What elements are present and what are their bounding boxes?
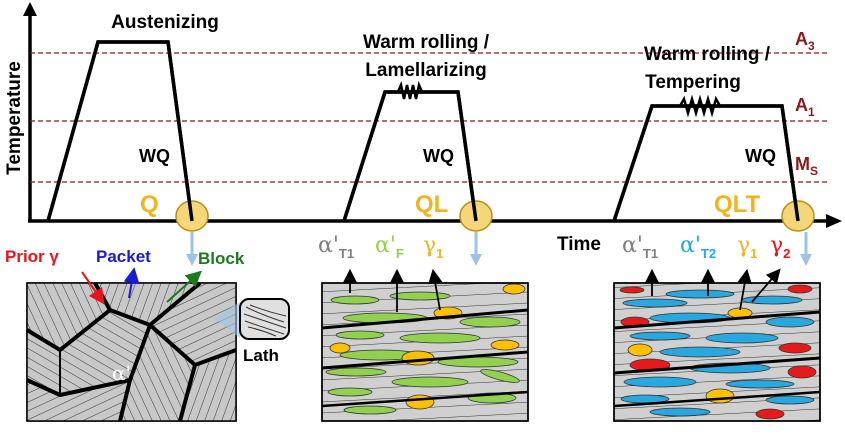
tempering-label: Tempering [645, 72, 741, 93]
qlt-alpha-t2-label: α'T2 [680, 233, 716, 261]
warm-rolling-label-2: Warm rolling / [644, 44, 771, 65]
block-arrow-icon [166, 270, 202, 303]
q-curve-overlay [46, 40, 194, 222]
qlt-gamma2-arrow-icon [751, 268, 781, 303]
ms-label: MS [795, 154, 818, 178]
lath-zoom-beam [214, 302, 240, 338]
process-q-label: Q [140, 191, 159, 218]
lamellarizing-label: Lamellarizing [365, 60, 486, 81]
process-ql-label: QL [415, 191, 448, 218]
wq-label-qlt: WQ [745, 146, 776, 166]
packet-arrow-icon [123, 267, 140, 299]
lath-label: Lath [243, 346, 279, 365]
a3-label: A3 [795, 29, 815, 53]
ql-gamma1-label: γ1 [423, 233, 443, 261]
a1-label: A1 [795, 95, 815, 119]
process-qlt-label: QLT [714, 191, 761, 218]
packet-label: Packet [96, 247, 151, 266]
qlt-curve-overlay [612, 104, 800, 222]
prior-gamma-arrow-icon [81, 271, 105, 305]
ql-gamma1-arrow-icon [428, 268, 443, 311]
prior-gamma-label: Prior γ [5, 247, 59, 266]
lath-inset [239, 298, 290, 340]
qlt-gamma1-arrow-icon [737, 268, 752, 311]
q-down-arrow-icon [186, 232, 198, 266]
ql-alpha-f-label: α'F [375, 233, 404, 261]
block-label: Block [198, 249, 245, 268]
y-axis-arrow-icon [23, 2, 37, 16]
qlt-down-arrow-icon [800, 232, 812, 266]
wq-label-ql: WQ [423, 146, 454, 166]
ql-alpha-t1-label: α'T1 [318, 233, 354, 261]
qlt-rolling-coil-icon [678, 94, 722, 118]
qlt-gamma1-label: γ1 [737, 233, 757, 261]
ql-rolling-coil-icon [396, 80, 424, 100]
ql-microstructure [321, 282, 529, 422]
alpha-prime-q-label: α' [112, 361, 131, 385]
y-axis-label: Temperature [4, 61, 25, 175]
x-axis-arrow-icon [826, 214, 842, 228]
austenizing-label: Austenizing [111, 12, 219, 33]
warm-rolling-label-1: Warm rolling / [363, 32, 490, 53]
q-microstructure [25, 281, 237, 422]
qlt-microstructure [613, 282, 821, 422]
qlt-alpha-t1-label: α'T1 [622, 233, 658, 261]
ql-curve-overlay [342, 90, 478, 222]
x-axis-label: Time [557, 234, 601, 255]
qlt-gamma2-label: γ2 [770, 233, 790, 261]
wq-label-q: WQ [139, 146, 170, 166]
ql-down-arrow-icon [470, 232, 482, 266]
